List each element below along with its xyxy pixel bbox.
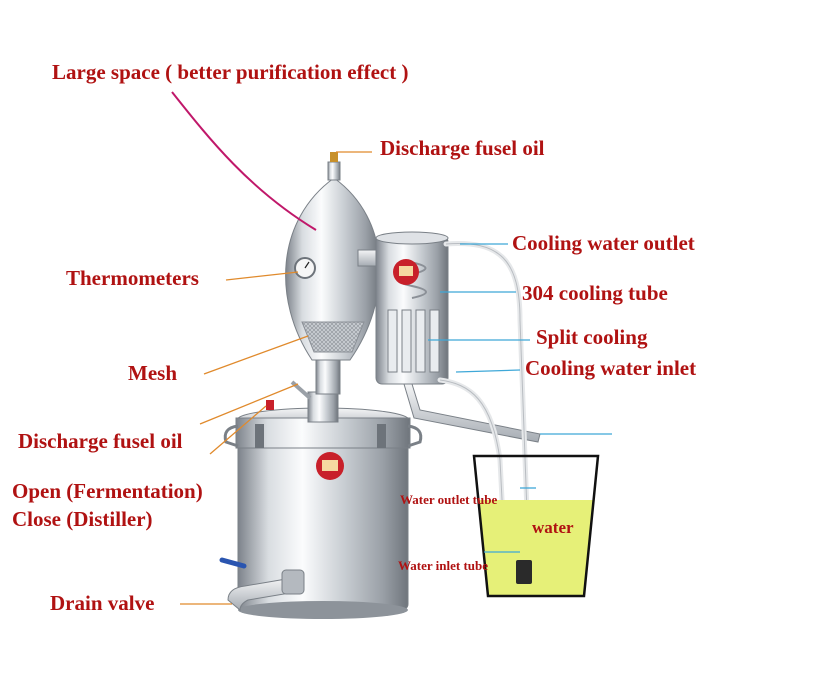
label-discharge-top: Discharge fusel oil bbox=[380, 136, 545, 160]
label-cooling-tube: 304 cooling tube bbox=[522, 281, 668, 305]
pot-handle-left bbox=[223, 424, 239, 448]
water-pump bbox=[516, 560, 532, 584]
top-discharge-valve bbox=[330, 152, 338, 162]
lid-clamp-left bbox=[255, 424, 264, 448]
label-discharge-left: Discharge fusel oil bbox=[18, 429, 183, 453]
condenser bbox=[375, 231, 541, 443]
label-thermometers: Thermometers bbox=[66, 266, 199, 290]
lid-discharge-valve bbox=[266, 380, 339, 423]
leader-lines bbox=[171, 91, 612, 605]
label-split-cooling: Split cooling bbox=[536, 325, 648, 349]
label-cooling-inlet: Cooling water inlet bbox=[525, 356, 697, 380]
column-neck bbox=[315, 357, 341, 395]
purification-column bbox=[285, 152, 383, 361]
label-close: Close (Distiller) bbox=[12, 507, 153, 531]
mesh-screen bbox=[301, 321, 365, 353]
split-cooling-tubes bbox=[387, 309, 440, 373]
lid-clamp-right bbox=[377, 424, 386, 448]
water-bucket bbox=[472, 454, 600, 598]
drain-valve bbox=[219, 557, 305, 612]
label-open: Open (Fermentation) bbox=[12, 479, 203, 503]
label-drain-valve: Drain valve bbox=[50, 591, 155, 615]
label-water: water bbox=[532, 518, 574, 537]
label-water-outlet-tube: Water outlet tube bbox=[400, 492, 498, 507]
label-water-inlet-tube: Water inlet tube bbox=[398, 558, 489, 573]
label-large-space: Large space ( better purification effect… bbox=[52, 60, 409, 84]
boiler-pot bbox=[223, 407, 423, 619]
label-mesh: Mesh bbox=[128, 361, 177, 385]
label-cooling-outlet: Cooling water outlet bbox=[512, 231, 695, 255]
pot-handle-right bbox=[407, 424, 423, 448]
